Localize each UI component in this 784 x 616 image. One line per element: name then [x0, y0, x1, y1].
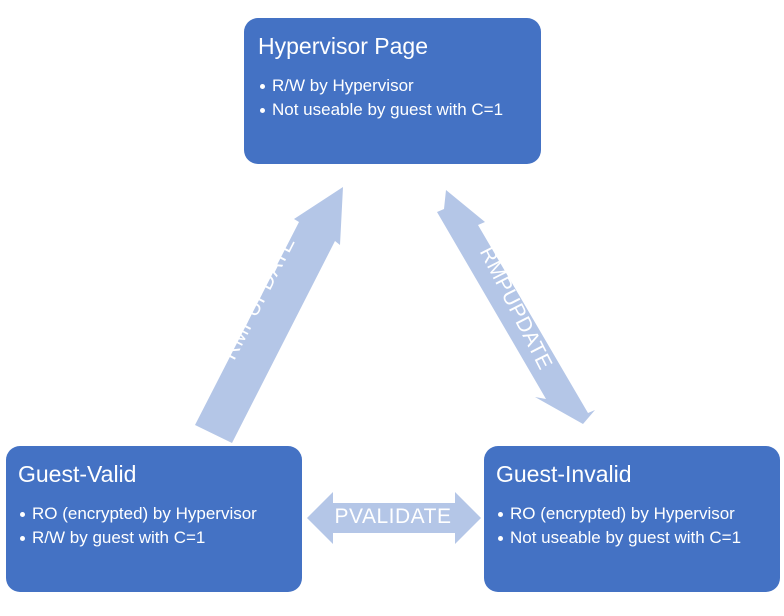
- bottom-arrow-label: PVALIDATE: [334, 505, 452, 528]
- left-arrow: [195, 187, 343, 443]
- bottom-arrow: [307, 492, 481, 544]
- guest-invalid-list: RO (encrypted) by Hypervisor Not useable…: [496, 502, 768, 550]
- hypervisor-page-list: R/W by Hypervisor Not useable by guest w…: [258, 74, 527, 122]
- list-item: RO (encrypted) by Hypervisor: [496, 502, 768, 526]
- guest-invalid-box: Guest-Invalid RO (encrypted) by Hypervis…: [484, 446, 780, 592]
- list-item: Not useable by guest with C=1: [258, 98, 527, 122]
- list-item: Not useable by guest with C=1: [496, 526, 768, 550]
- guest-valid-box: Guest-Valid RO (encrypted) by Hypervisor…: [6, 446, 302, 592]
- hypervisor-page-title: Hypervisor Page: [258, 33, 429, 59]
- list-item: R/W by Hypervisor: [258, 74, 527, 98]
- list-item: RO (encrypted) by Hypervisor: [18, 502, 290, 526]
- hypervisor-page-box: Hypervisor Page R/W by Hypervisor Not us…: [244, 18, 541, 164]
- guest-valid-list: RO (encrypted) by Hypervisor R/W by gues…: [18, 502, 290, 550]
- guest-invalid-title: Guest-Invalid: [496, 461, 632, 487]
- list-item: R/W by guest with C=1: [18, 526, 290, 550]
- guest-valid-title: Guest-Valid: [18, 461, 137, 487]
- right-arrow: [437, 190, 595, 424]
